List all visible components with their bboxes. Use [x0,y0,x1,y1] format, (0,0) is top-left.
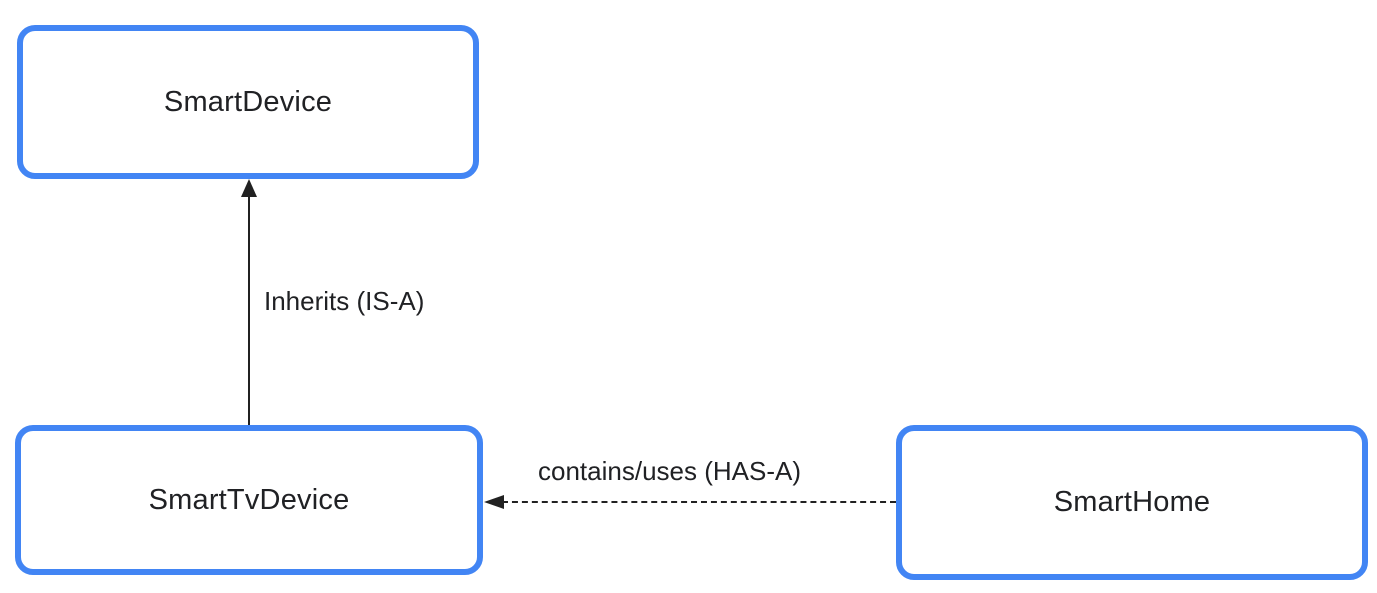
node-smart-device-label: SmartDevice [163,85,333,118]
arrowhead-up-icon [241,179,257,197]
node-smart-home-label: SmartHome [1053,486,1211,518]
node-smart-home: SmartHome [896,425,1368,580]
composition-edge-line [502,501,896,503]
inheritance-edge-label: Inherits (IS-A) [264,286,425,316]
node-smart-tv-device: SmartTvDevice [15,425,483,575]
node-smart-device: SmartDevice [17,25,479,179]
arrowhead-left-icon [484,495,504,509]
inheritance-edge-line [248,196,250,425]
node-smart-tv-device-label: SmartTvDevice [148,483,350,516]
composition-edge-label: contains/uses (HAS-A) [538,456,801,486]
